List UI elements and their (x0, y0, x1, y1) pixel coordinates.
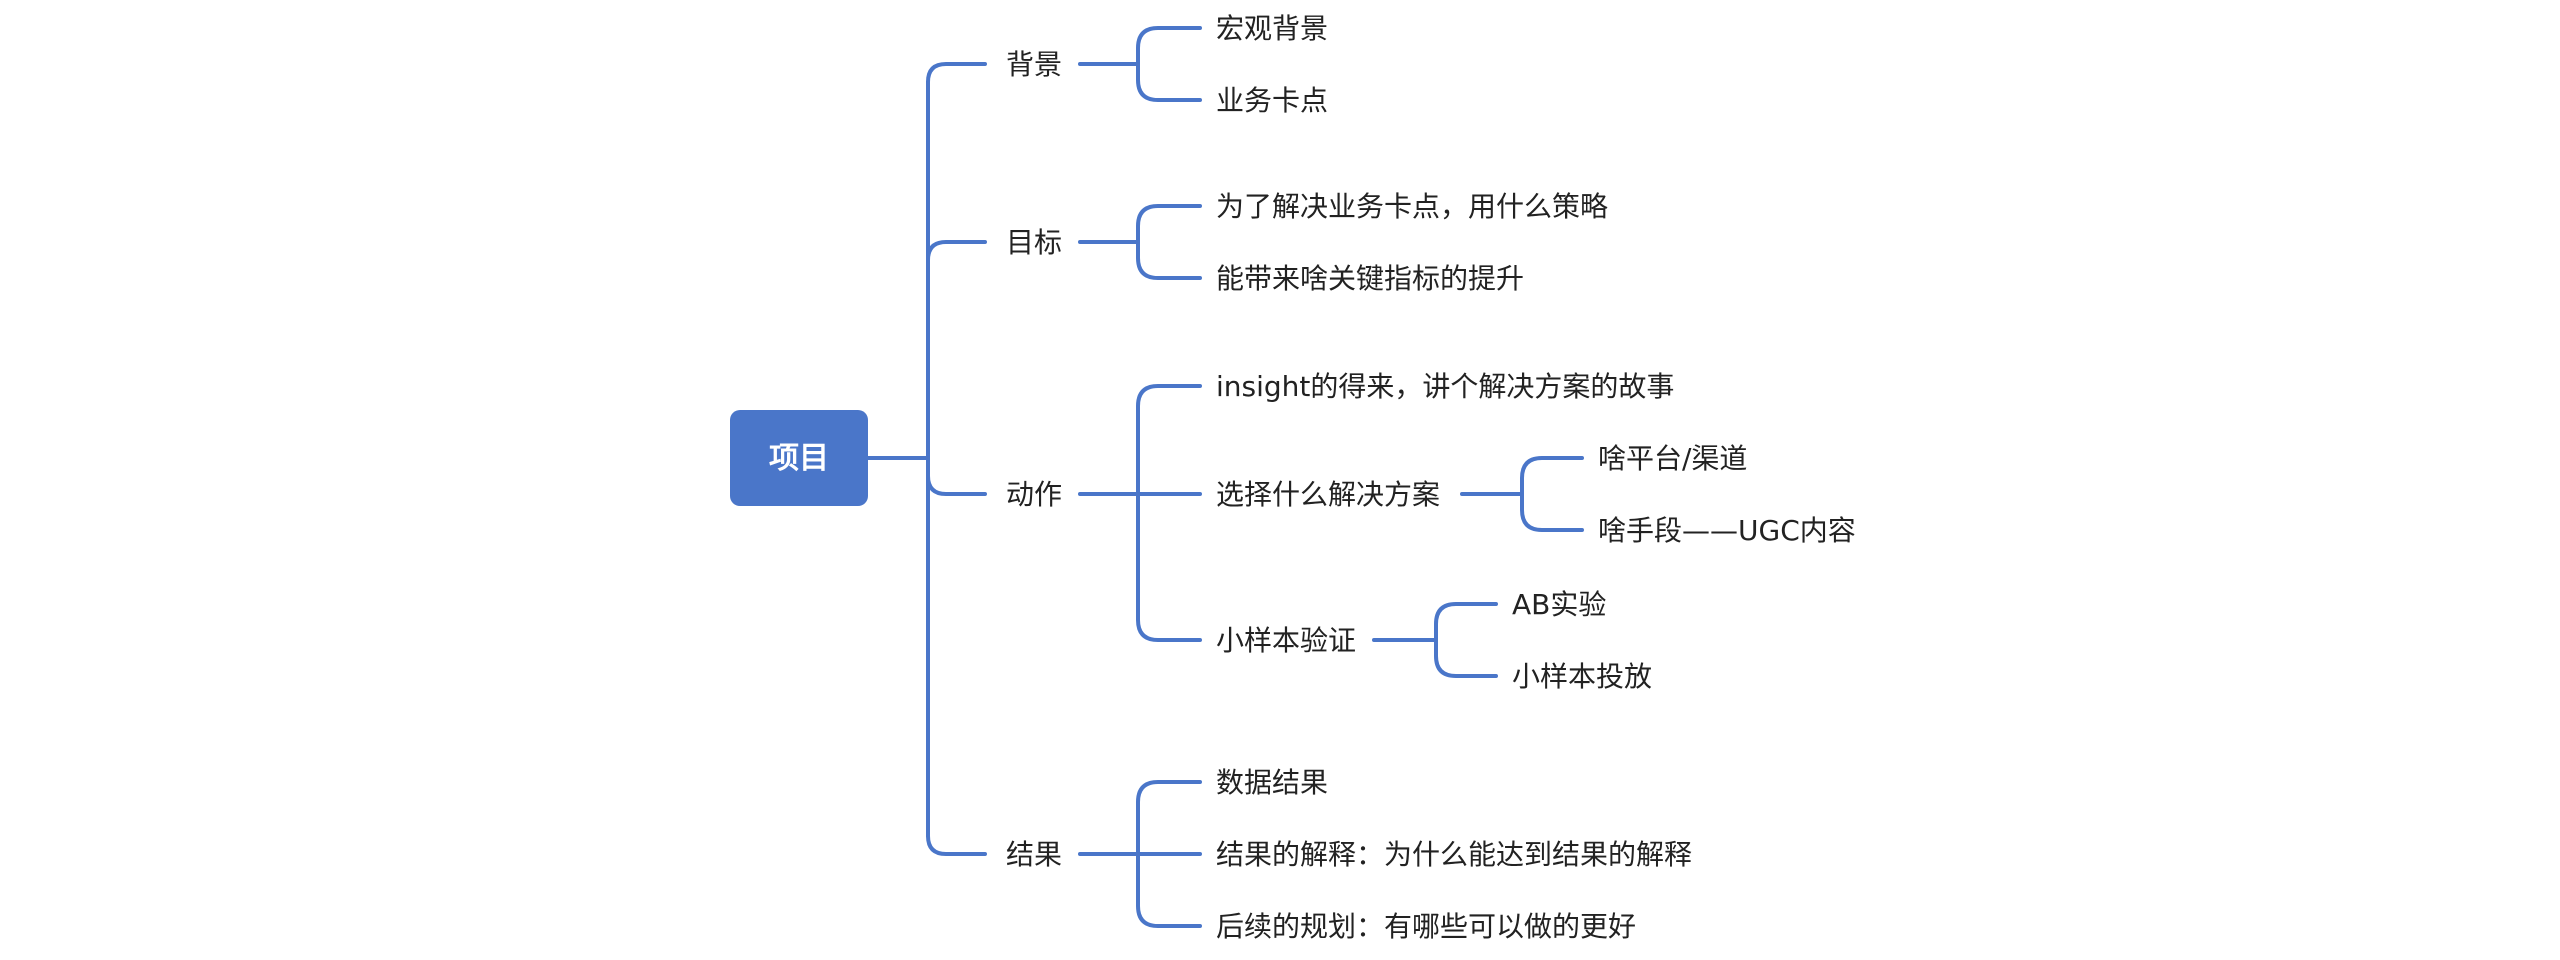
connector-branch-0-children (1136, 26, 1202, 102)
node-data-results[interactable]: 数据结果 (1216, 766, 1328, 799)
connector-validation-children (1434, 602, 1498, 678)
connector-to-branch-1 (926, 240, 987, 262)
node-small-sample-validation[interactable]: 小样本验证 (1216, 624, 1356, 657)
node-ab-test[interactable]: AB实验 (1512, 588, 1606, 621)
connector-to-branch-3 (926, 834, 987, 856)
node-insight[interactable]: insight的得来，讲个解决方案的故事 (1216, 370, 1674, 403)
node-macro-background[interactable]: 宏观背景 (1216, 12, 1328, 45)
node-method-ugc[interactable]: 啥手段——UGC内容 (1598, 514, 1856, 547)
node-future-plan[interactable]: 后续的规划：有哪些可以做的更好 (1216, 910, 1636, 943)
node-platform-channel[interactable]: 啥平台/渠道 (1598, 442, 1747, 475)
node-results-explanation[interactable]: 结果的解释：为什么能达到结果的解释 (1216, 838, 1692, 871)
node-key-metrics[interactable]: 能带来啥关键指标的提升 (1216, 262, 1524, 295)
connector-branch-3-children (1136, 780, 1202, 928)
branch-label-action[interactable]: 动作 (1006, 478, 1062, 511)
connector-solution-children (1520, 456, 1584, 532)
node-business-blocker[interactable]: 业务卡点 (1216, 84, 1328, 117)
branch-label-result[interactable]: 结果 (1006, 838, 1062, 871)
connector-to-branch-2 (926, 474, 987, 496)
connector-to-branch-0 (926, 62, 987, 84)
root-label: 项目 (769, 441, 829, 476)
node-small-sample-delivery[interactable]: 小样本投放 (1512, 660, 1652, 693)
branch-label-goal[interactable]: 目标 (1006, 226, 1062, 259)
node-strategy[interactable]: 为了解决业务卡点，用什么策略 (1216, 190, 1608, 223)
node-choose-solution[interactable]: 选择什么解决方案 (1216, 478, 1440, 511)
connector-branch-2-children (1136, 384, 1202, 642)
branch-label-background[interactable]: 背景 (1006, 48, 1062, 81)
root-node[interactable] (730, 410, 868, 506)
connector-branch-1-children (1136, 204, 1202, 280)
